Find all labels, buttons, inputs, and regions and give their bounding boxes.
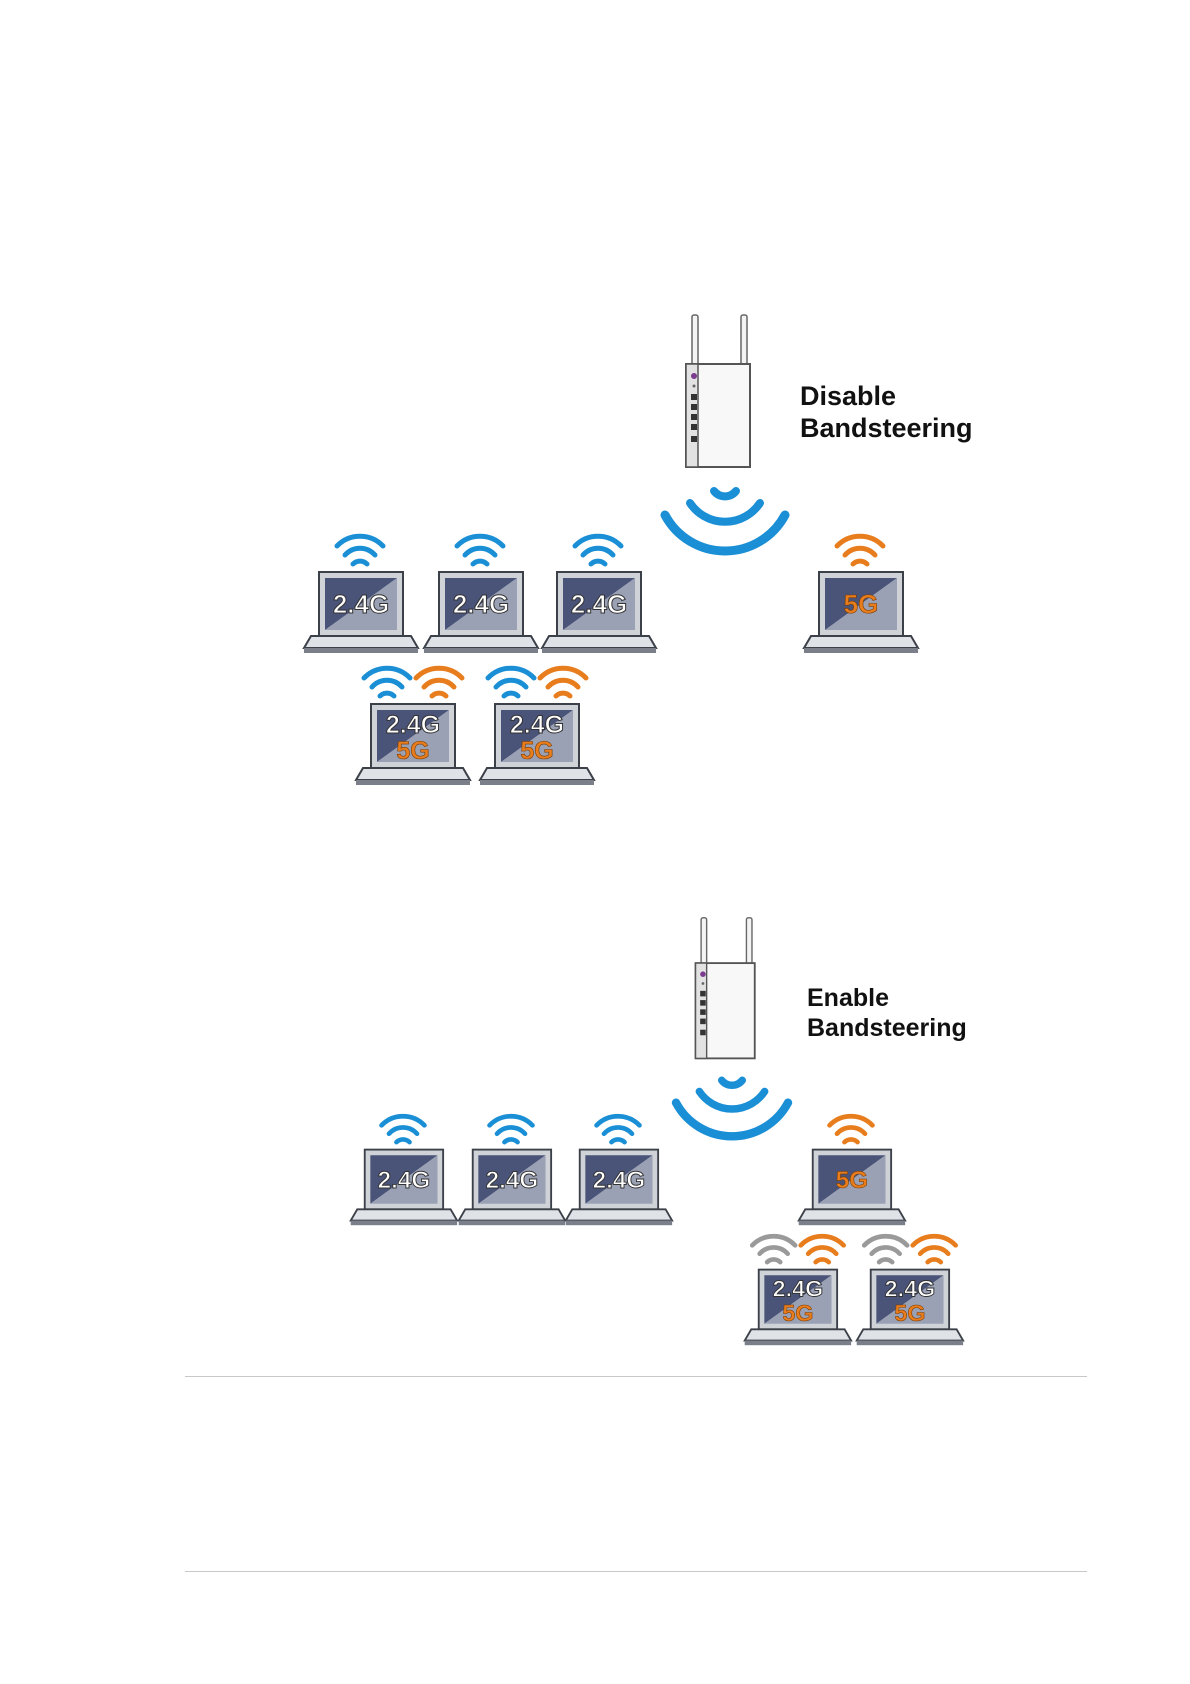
laptop-icon: 2.4G 5G [853,1232,965,1352]
router-broadcast-waves-icon [662,1065,802,1145]
wifi-signal-icon [597,1116,640,1142]
laptop-icon: 5G [800,532,920,660]
band-label: 5G [782,1300,813,1326]
band-label: 5G [894,1300,925,1326]
wireless-router-icon [680,312,760,472]
wifi-signal-icon [752,1236,795,1262]
band-label: 2.4G [773,1276,824,1302]
caption-line-1: Disable [800,381,973,413]
wifi-signal-icon [364,668,410,696]
band-label: 5G [844,589,879,619]
laptop-icon: 2.4G 5G [476,664,596,792]
wifi-signal-icon [382,1116,425,1142]
laptop-icon: 2.4G [347,1112,459,1232]
band-label: 2.4G [510,711,564,739]
laptop-icon: 2.4G [538,532,658,660]
wifi-signal-icon [337,536,383,564]
laptop-icon: 2.4G [420,532,540,660]
band-label: 2.4G [378,1167,431,1194]
caption-line-1: Enable [807,984,967,1014]
wifi-signal-icon [837,536,883,564]
band-label: 5G [396,737,429,765]
laptop-icon: 5G [795,1112,907,1232]
laptop-icon: 2.4G [300,532,420,660]
wifi-signal-icon [801,1236,844,1262]
wifi-signal-icon [488,668,534,696]
divider [185,1376,1087,1377]
laptop-icon: 2.4G 5G [352,664,472,792]
wifi-signal-icon [830,1116,873,1142]
laptop-icon: 2.4G 5G [741,1232,853,1352]
wifi-signal-icon [416,668,462,696]
wireless-router-icon [687,915,767,1063]
wifi-signal-icon [575,536,621,564]
band-label: 2.4G [333,589,389,619]
wifi-signal-icon [540,668,586,696]
band-label: 2.4G [486,1167,539,1194]
band-label: 2.4G [593,1167,646,1194]
caption-line-2: Bandsteering [800,413,973,445]
caption-enable-bandsteering: Enable Bandsteering [807,984,967,1043]
band-label: 2.4G [571,589,627,619]
band-label: 2.4G [386,711,440,739]
wifi-signal-icon [913,1236,956,1262]
band-label: 2.4G [885,1276,936,1302]
band-label: 5G [520,737,553,765]
band-label: 2.4G [453,589,509,619]
caption-disable-bandsteering: Disable Bandsteering [800,381,973,445]
caption-line-2: Bandsteering [807,1014,967,1044]
laptop-icon: 2.4G [562,1112,674,1232]
divider [185,1571,1087,1572]
wifi-signal-icon [864,1236,907,1262]
router-broadcast-waves-icon [650,475,800,560]
wifi-signal-icon [457,536,503,564]
wifi-signal-icon [490,1116,533,1142]
laptop-icon: 2.4G [455,1112,567,1232]
band-label: 5G [836,1167,868,1194]
